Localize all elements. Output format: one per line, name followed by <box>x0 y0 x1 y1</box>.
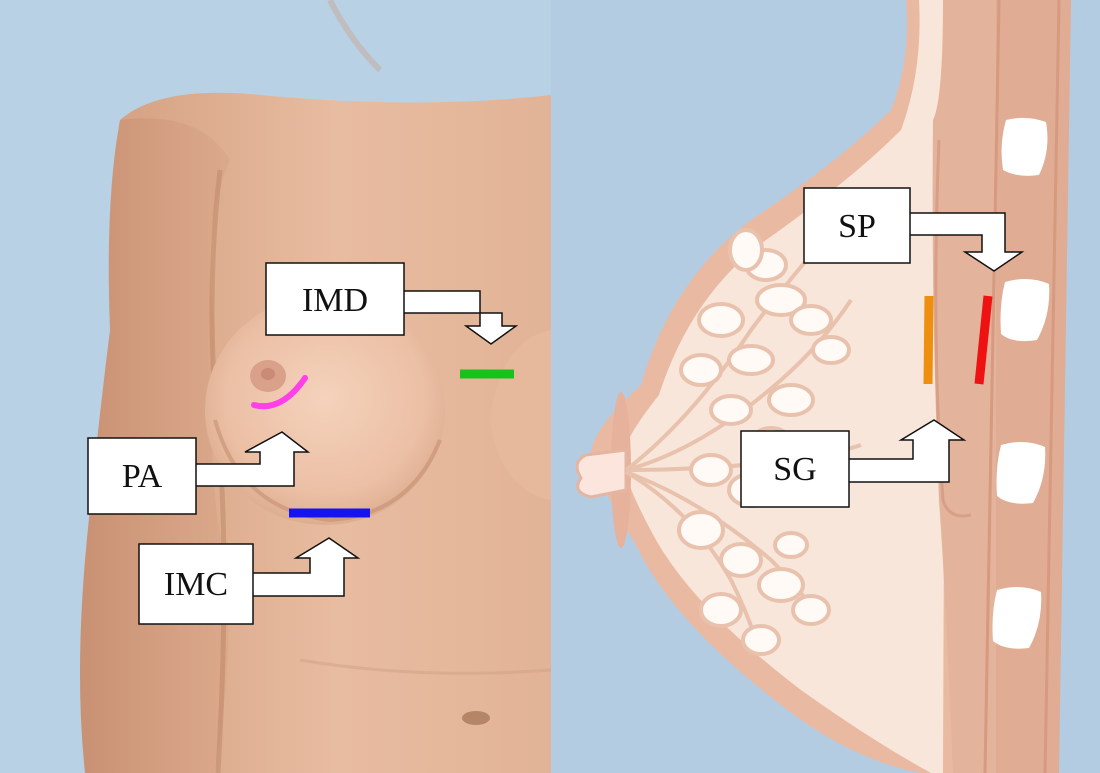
sg-callout: SG <box>740 419 967 508</box>
sg-label: SG <box>773 451 816 488</box>
sg-plane-line <box>923 295 934 385</box>
sp-plane-line <box>974 295 993 385</box>
sp-arrow <box>910 212 1025 272</box>
nipple-section <box>575 448 628 499</box>
imd-label-box <box>265 262 405 336</box>
anatomy-illustration: SP SG <box>575 0 1100 773</box>
pa-arrow <box>196 431 311 487</box>
photo-illustration: IMD PA IMC <box>80 0 551 773</box>
nipple <box>261 368 275 380</box>
imc-label-box <box>138 543 254 625</box>
imd-arrow <box>404 290 519 345</box>
sp-callout: SP <box>803 187 1025 272</box>
ribs <box>992 117 1050 649</box>
pa-incision-line <box>251 375 308 410</box>
anatomy-panel: SP SG <box>551 0 1100 773</box>
pa-label: PA <box>122 458 163 495</box>
imd-label: IMD <box>302 282 368 319</box>
pa-callout: PA <box>87 431 311 515</box>
pectoral-muscle <box>932 0 1011 773</box>
photo-panel: IMD PA IMC <box>80 0 551 773</box>
imc-callout: IMC <box>138 537 361 625</box>
sg-arrow <box>849 419 967 483</box>
rib-cage <box>996 0 1071 773</box>
imd-callout: IMD <box>265 262 519 345</box>
imc-label: IMC <box>164 566 228 603</box>
sg-label-box <box>740 430 850 508</box>
imc-arrow <box>253 537 361 597</box>
sp-label-box <box>803 187 911 264</box>
pa-label-box <box>87 437 197 515</box>
navel <box>462 711 490 725</box>
sp-label: SP <box>838 208 876 245</box>
